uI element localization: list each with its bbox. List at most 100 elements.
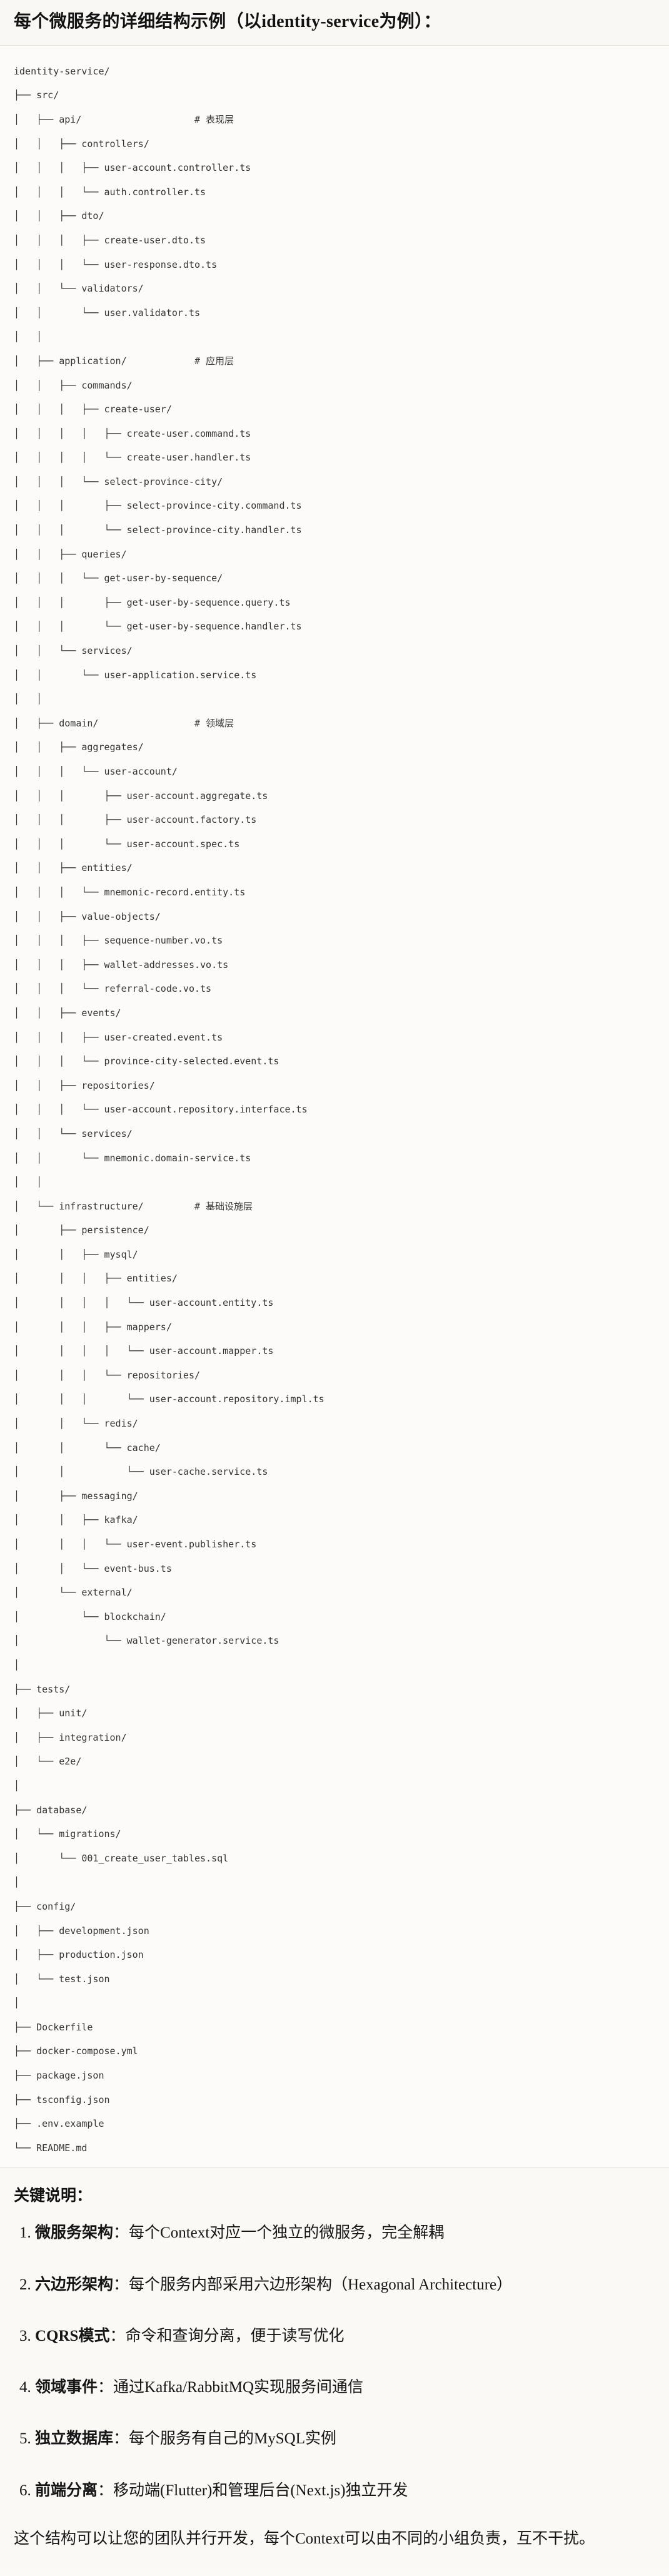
key-point-item: 独立数据库：每个服务有自己的MySQL实例 bbox=[35, 2428, 655, 2450]
key-point-item: 前端分离：移动端(Flutter)和管理后台(Next.js)独立开发 bbox=[35, 2480, 655, 2502]
tree-line: │ │ ├── events/ bbox=[14, 1007, 121, 1019]
tree-line: │ bbox=[14, 1876, 20, 1888]
key-point-item: 领域事件：通过Kafka/RabbitMQ实现服务间通信 bbox=[35, 2376, 655, 2399]
tree-line: │ │ ├── value-objects/ bbox=[14, 910, 161, 922]
directory-tree: identity-service/ ├── src/ │ ├── api/ # … bbox=[14, 59, 655, 2161]
tree-line: │ │ │ ├── user-account.controller.ts bbox=[14, 162, 251, 174]
tree-line: │ │ ├── queries/ bbox=[14, 548, 127, 560]
key-point-description: 每个服务有自己的MySQL实例 bbox=[129, 2430, 336, 2448]
tree-line: │ │ │ ├── create-user.dto.ts bbox=[14, 234, 206, 246]
tree-line: │ ├── unit/ bbox=[14, 1708, 88, 1719]
tree-line: │ │ │ │ └── user-account.mapper.ts bbox=[14, 1345, 274, 1357]
tree-line: │ │ └── mnemonic.domain-service.ts bbox=[14, 1152, 251, 1164]
tree-line: │ │ │ └── user-account.repository.interf… bbox=[14, 1104, 308, 1116]
key-point-item: CQRS模式：命令和查询分离，便于读写优化 bbox=[35, 2325, 655, 2348]
tree-line: │ ├── messaging/ bbox=[14, 1490, 138, 1502]
tree-line: │ │ bbox=[14, 693, 43, 705]
key-points-title: 关键说明： bbox=[14, 2187, 93, 2205]
tree-line: │ │ │ └── user-account.repository.impl.t… bbox=[14, 1393, 324, 1405]
tree-line: ├── database/ bbox=[14, 1804, 88, 1816]
tree-line: │ ├── production.json bbox=[14, 1949, 144, 1961]
tree-line: │ │ │ └── user-account/ bbox=[14, 766, 178, 778]
tree-line: ├── .env.example bbox=[14, 2118, 104, 2130]
tree-line: ├── Dockerfile bbox=[14, 2021, 93, 2033]
tree-line: │ │ └── cache/ bbox=[14, 1442, 161, 1453]
tree-line: └── README.md bbox=[14, 2142, 88, 2154]
tree-line-comment: # 应用层 bbox=[194, 355, 234, 367]
tree-line: │ bbox=[14, 1997, 20, 2009]
tree-line: │ │ │ ├── mappers/ bbox=[14, 1321, 172, 1333]
tree-line: │ ├── integration/ bbox=[14, 1731, 127, 1743]
key-point-description: 通过Kafka/RabbitMQ实现服务间通信 bbox=[113, 2379, 363, 2396]
tree-line: │ │ │ └── province-city-selected.event.t… bbox=[14, 1056, 279, 1067]
tree-line: │ │ └── user-cache.service.ts bbox=[14, 1466, 268, 1478]
tree-line: │ │ │ ├── user-account.factory.ts bbox=[14, 814, 257, 826]
tree-line: │ │ │ ├── get-user-by-sequence.query.ts bbox=[14, 596, 291, 608]
tree-line: │ │ bbox=[14, 331, 43, 343]
key-point-term: 微服务架构 bbox=[35, 2224, 114, 2242]
tree-line: │ │ ├── commands/ bbox=[14, 379, 133, 391]
tree-line: │ │ │ │ └── create-user.handler.ts bbox=[14, 452, 251, 464]
tree-line: ├── tsconfig.json bbox=[14, 2094, 110, 2105]
tree-line: │ │ │ └── get-user-by-sequence/ bbox=[14, 573, 223, 584]
key-point-separator: ： bbox=[109, 2327, 126, 2344]
tree-line: │ │ │ ├── select-province-city.command.t… bbox=[14, 500, 302, 512]
tree-line: │ │ ├── aggregates/ bbox=[14, 741, 144, 753]
tree-line: │ │ │ └── user-event.publisher.ts bbox=[14, 1539, 257, 1550]
tree-line: │ │ └── services/ bbox=[14, 1128, 133, 1139]
tree-line: │ bbox=[14, 1779, 20, 1791]
tree-line: │ └── wallet-generator.service.ts bbox=[14, 1635, 279, 1647]
tree-line: │ │ │ └── user-response.dto.ts bbox=[14, 258, 218, 270]
tree-line: │ │ ├── kafka/ bbox=[14, 1514, 138, 1526]
key-points-list: 微服务架构：每个Context对应一个独立的微服务，完全解耦六边形架构：每个服务… bbox=[14, 2222, 655, 2502]
tree-line: │ │ ├── controllers/ bbox=[14, 138, 149, 150]
tree-line: │ │ │ │ └── user-account.entity.ts bbox=[14, 1297, 274, 1309]
tree-line: │ └── external/ bbox=[14, 1587, 133, 1599]
tree-line: │ │ │ └── user-account.spec.ts bbox=[14, 838, 240, 850]
tree-line: identity-service/ bbox=[14, 65, 110, 77]
tree-line: │ │ bbox=[14, 1176, 43, 1188]
key-point-description: 命令和查询分离，便于读写优化 bbox=[125, 2327, 345, 2344]
tree-line: │ │ │ ├── sequence-number.vo.ts bbox=[14, 935, 223, 947]
tree-line: │ └── infrastructure/ # 基础设施层 bbox=[14, 1200, 253, 1212]
document-header: 每个微服务的详细结构示例（以identity-service为例）： bbox=[0, 0, 669, 46]
tree-line: │ │ ├── entities/ bbox=[14, 862, 133, 874]
tree-line: │ │ │ ├── user-account.aggregate.ts bbox=[14, 790, 268, 802]
key-point-term: CQRS模式 bbox=[35, 2327, 110, 2344]
tree-line: │ │ │ └── auth.controller.ts bbox=[14, 186, 206, 198]
key-point-item: 微服务架构：每个Context对应一个独立的微服务，完全解耦 bbox=[35, 2222, 655, 2244]
tree-line: ├── docker-compose.yml bbox=[14, 2045, 138, 2057]
tree-line: │ bbox=[14, 1659, 20, 1671]
tree-line: ├── config/ bbox=[14, 1900, 76, 1912]
closing-paragraph: 这个结构可以让您的团队并行开发，每个Context可以由不同的小组负责，互不干扰… bbox=[14, 2530, 595, 2547]
tree-line: ├── tests/ bbox=[14, 1683, 71, 1695]
tree-line: │ │ │ ├── entities/ bbox=[14, 1273, 178, 1285]
tree-line: │ ├── persistence/ bbox=[14, 1224, 149, 1236]
tree-line: │ │ └── user-application.service.ts bbox=[14, 669, 257, 681]
tree-line: │ │ │ ├── create-user/ bbox=[14, 404, 172, 415]
tree-line: │ └── blockchain/ bbox=[14, 1611, 166, 1622]
key-point-term: 独立数据库 bbox=[35, 2430, 114, 2448]
tree-line: │ │ └── services/ bbox=[14, 645, 133, 657]
key-point-separator: ： bbox=[98, 2482, 114, 2499]
key-point-term: 前端分离 bbox=[35, 2482, 98, 2499]
page-title: 每个微服务的详细结构示例（以identity-service为例）： bbox=[14, 12, 441, 31]
key-point-separator: ： bbox=[113, 2224, 129, 2242]
tree-line: │ │ │ └── select-province-city/ bbox=[14, 476, 223, 487]
directory-tree-block: identity-service/ ├── src/ │ ├── api/ # … bbox=[0, 45, 669, 2168]
key-point-term: 领域事件 bbox=[35, 2379, 98, 2396]
tree-line: │ │ │ ├── user-created.event.ts bbox=[14, 1031, 223, 1043]
key-point-separator: ： bbox=[113, 2276, 129, 2293]
tree-line: │ ├── development.json bbox=[14, 1925, 149, 1937]
tree-line: │ │ │ └── get-user-by-sequence.handler.t… bbox=[14, 621, 302, 633]
tree-line: │ │ ├── mysql/ bbox=[14, 1248, 138, 1260]
tree-line: ├── src/ bbox=[14, 89, 59, 101]
tree-line: │ │ │ └── repositories/ bbox=[14, 1369, 201, 1381]
tree-line: │ │ ├── repositories/ bbox=[14, 1079, 155, 1091]
tree-line: │ │ └── user.validator.ts bbox=[14, 307, 201, 318]
key-point-description: 每个Context对应一个独立的微服务，完全解耦 bbox=[129, 2224, 445, 2242]
tree-line: │ │ │ ├── wallet-addresses.vo.ts bbox=[14, 959, 229, 970]
tree-line: │ │ │ └── mnemonic-record.entity.ts bbox=[14, 886, 246, 898]
tree-line: │ │ │ │ ├── create-user.command.ts bbox=[14, 427, 251, 439]
